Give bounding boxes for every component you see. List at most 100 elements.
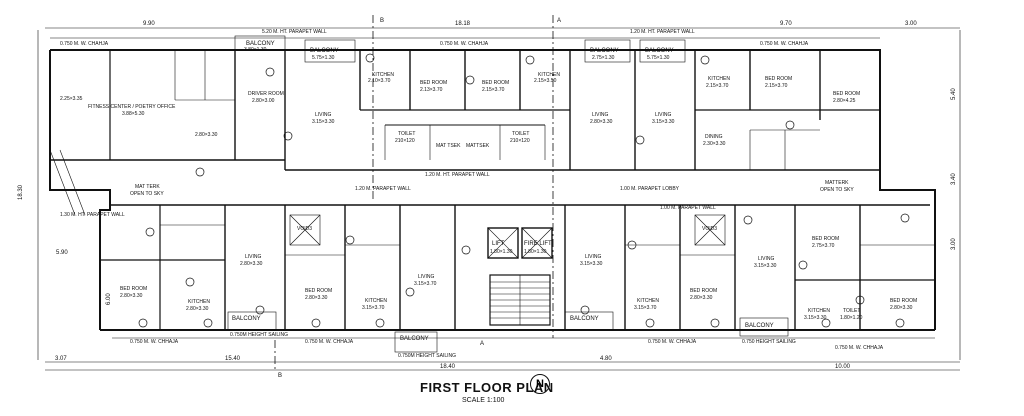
room-label-bed-6-dim: 2.80×3.30 [305,295,328,301]
room-label-kitchen-5-dim: 2.80×3.30 [186,306,209,312]
section-marker-a-bottom: A [480,341,484,347]
room-label-dining: DINING [705,134,723,140]
room-label-living-6-dim: 3.15×3.70 [414,281,437,287]
section-marker-a: A [557,18,561,24]
room-label-sailing-1: 0.750M HEIGHT SAILING [230,332,288,338]
dim-top-1: 18.18 [455,21,471,27]
room-label-chhaja-b1: 0.750 M. W. CHHAJA [130,339,179,345]
room-label-lift-dim: 1.80×1.30 [490,249,513,255]
room-label-chhaja-b2: 0.750 M. W. CHHAJA [305,339,354,345]
room-label-balcony-3: BALCONY [590,48,619,54]
room-label-firelift: FIRE LIFT [524,241,552,247]
room-label-toilet-c-dim: 1.80×1.20 [840,315,863,321]
room-label-bed-3-dim: 2.15×3.70 [765,83,788,89]
dim-bottom-0: 3.07 [55,356,67,362]
room-label-living-3: LIVING [655,112,672,118]
room-label-living-1: LIVING [315,112,332,118]
room-label-bed-7-dim: 2.80×3.30 [690,295,713,301]
dim-top-0: 9.90 [143,21,155,27]
room-label-kitchen-6-dim: 3.15×3.70 [362,305,385,311]
dim-left-2: 6.00 [106,293,112,305]
dim-top-3: 3.00 [905,21,917,27]
room-label-toilet-a-dim: 210×120 [395,138,415,144]
room-label-bed-7: BED ROOM [690,288,717,294]
room-label-bed-9: BED ROOM [890,298,917,304]
room-label-balcony-2: BALCONY [310,48,339,54]
room-label-kitchen-6: KITCHEN [365,298,387,304]
room-label-parapet-mid-2: 1.20 M. PARAPET WALL [355,186,411,192]
dim-right-2: 3.00 [951,238,957,250]
room-label-chahja-2: 0.750 M. W. CHAHJA [440,41,489,47]
room-label-fitness-dim: 3.88×5.30 [122,111,145,117]
plan-title: FIRST FLOOR PLAN [420,380,554,395]
room-label-driver: DRIVER ROOM [248,91,284,97]
room-label-toilet-b-dim: 210×120 [510,138,530,144]
room-label-kitchen-3-dim: 2.15×3.70 [706,83,729,89]
room-label-living-3-dim: 3.15×3.30 [652,119,675,125]
room-label-chahja-1: 0.750 M. W. CHAHJA [60,41,109,47]
room-label-kitchen-7-dim: 3.15×3.70 [634,305,657,311]
room-label-kitchen-1-dim: 2.10×3.70 [368,78,391,84]
room-label-balcony-3-dim: 2.75×1.30 [592,55,615,61]
section-marker-b-bottom: B [278,373,282,379]
room-label-sailing-3: 0.750 HEIGHT SAILING [742,339,796,345]
room-label-mattsek: MAT TSEK [436,143,461,149]
room-label-bed-3: BED ROOM [765,76,792,82]
room-label-toilet-c: TOILET [843,308,860,314]
room-label-bed-5-dim: 2.80×3.30 [120,293,143,299]
room-label-matterk-1b: OPEN TO SKY [130,191,164,197]
room-label-balcony-4-dim: 5.75×1.30 [647,55,670,61]
room-label-chhaja-b4: 0.750 M. W. CHHAJA [835,345,884,351]
room-label-mattsek2: MATTSEK [466,143,490,149]
room-label-matterk-2: MATTERK [825,180,849,186]
room-label-bed-1-dim: 2.13×3.70 [420,87,443,93]
room-label-parapet-top-1: 5.20 M. HT. PARAPET WALL [262,29,327,35]
room-label-dining-dim: 2.30×3.30 [703,141,726,147]
room-label-kitchen-7: KITCHEN [637,298,659,304]
room-label-bed-6: BED ROOM [305,288,332,294]
section-marker-b: B [380,18,384,24]
room-label-balcony-b3: BALCONY [570,316,599,322]
room-label-kitchen-3: KITCHEN [708,76,730,82]
room-label-balcony-2-dim: 5.75×1.30 [312,55,335,61]
dim-bottom-3: 4.80 [600,356,612,362]
room-label-chahja-3: 0.750 M. W. CHAHJA [760,41,809,47]
room-label-driver-dim: 2.80×3.00 [252,98,275,104]
room-label-balcony-b1: BALCONY [232,316,261,322]
room-label-bed-5: BED ROOM [120,286,147,292]
room-label-living-7-dim: 3.15×3.30 [580,261,603,267]
room-label-lobby: 1.00 M. PARAPET LOBBY [620,186,680,192]
room-label-matterk-2b: OPEN TO SKY [820,187,854,193]
dim-bottom-2: 18.40 [440,364,456,370]
room-label-bed-2-dim: 2.15×3.70 [482,87,505,93]
room-label-living-7: LIVING [585,254,602,260]
room-label-living-8: LIVING [758,256,775,262]
dim-top-2: 9.70 [780,21,792,27]
dim-left-1: 5.90 [56,250,68,256]
room-label-bed-9-dim: 2.80×3.30 [890,305,913,311]
room-label-area-280: 2.80×3.30 [195,132,218,138]
room-label-kitchen-2: KITCHEN [538,72,560,78]
dim-bottom-1: 15.40 [225,356,241,362]
dim-bottom-4: 10.00 [835,364,851,370]
room-label-bed-1: BED ROOM [420,80,447,86]
room-label-parapet-low-1: 1.30 M. HT. PARAPET WALL [60,212,125,218]
room-label-void-2: VOID3 [702,226,717,232]
room-label-kitchen-5: KITCHEN [188,299,210,305]
room-label-toilet-a: TOILET [398,131,415,137]
room-label-toilet-b: TOILET [512,131,529,137]
room-label-living-5: LIVING [245,254,262,260]
room-label-living-2-dim: 2.80×3.30 [590,119,613,125]
dim-right-0: 5.40 [951,88,957,100]
room-label-living-1-dim: 3.15×3.30 [312,119,335,125]
dim-right-1: 3.40 [951,173,957,185]
room-label-fitness: FITNESS CENTER / POETRY OFFICE [88,104,176,110]
room-label-area-225: 2.25×3.35 [60,96,83,102]
room-label-void-1: VOID3 [297,226,312,232]
room-label-kitchen-1: KITCHEN [372,72,394,78]
room-label-living-6: LIVING [418,274,435,280]
room-label-sailing-2: 0.750M HEIGHT SAILING [398,353,456,359]
room-label-bed-4: BED ROOM [833,91,860,97]
room-label-firelift-dim: 1.80×1.30 [524,249,547,255]
room-label-kitchen-2-dim: 2.15×3.50 [534,78,557,84]
